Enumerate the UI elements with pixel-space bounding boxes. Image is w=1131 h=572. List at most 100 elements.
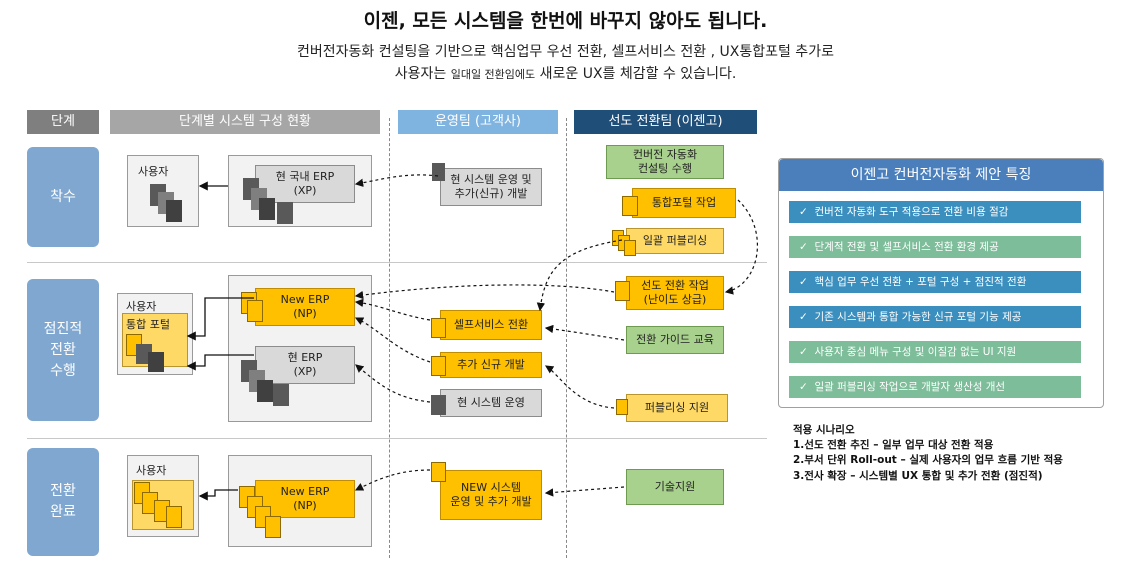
- portal-label: 통합 포털: [126, 318, 170, 331]
- column-separator-1: [389, 118, 390, 558]
- doc-icon: [259, 198, 275, 220]
- header-stage: 단계: [27, 110, 99, 134]
- arrow-tech-to-ops: [544, 486, 625, 497]
- feature-text: 컨버전 자동화 도구 적용으로 전환 비용 절감: [814, 206, 1009, 218]
- doc-icon: [615, 281, 630, 301]
- feature-item: ✓ 단계적 전환 및 셀프서비스 전환 환경 제공: [789, 236, 1081, 258]
- doc-icon: [431, 356, 446, 376]
- check-icon: ✓: [799, 241, 808, 253]
- arrow-publish-to-self: [536, 239, 623, 312]
- arrow-pub-to-dev: [544, 365, 615, 409]
- doc-icon: [257, 380, 273, 402]
- subtitle-part-1: 사용자는: [394, 66, 447, 82]
- ops-current-system-dev: 현 시스템 운영 및 추가(신규) 개발: [440, 168, 542, 206]
- subtitle-part-2: 일대일 전환임에도: [450, 68, 536, 81]
- user-box-3: 사용자: [127, 455, 199, 537]
- self-service-box: 셀프서비스 전환: [440, 310, 542, 340]
- new-dev-box: 추가 신규 개발: [440, 352, 542, 378]
- check-icon: ✓: [799, 311, 808, 323]
- stage-progressive-line2: 전환: [50, 341, 76, 358]
- header-lead: 선도 전환팀 (이젠고): [574, 110, 757, 134]
- arrow-newerp-to-user-3: [198, 489, 238, 501]
- scenario-title: 적용 시나리오: [793, 424, 855, 436]
- arrow-newerp-to-user-2: [186, 297, 254, 341]
- check-icon: ✓: [799, 276, 808, 288]
- features-title: 이젠고 컨버전자동화 제안 특징: [779, 159, 1103, 191]
- feature-text: 사용자 중심 메뉴 구성 및 이질감 없는 UI 지원: [814, 346, 1017, 358]
- scenario-line: 2.부서 단위 Roll-out – 실제 사용자의 업무 흐름 기반 적용: [793, 454, 1063, 467]
- new-erp-np: New ERP (NP): [255, 288, 355, 326]
- consulting-box: 컨버전 자동화 컨설팅 수행: [606, 145, 724, 179]
- doc-icon: [622, 196, 638, 216]
- doc-icon: [431, 318, 446, 338]
- header-ops: 운영팀 (고객사): [398, 110, 558, 134]
- doc-icon: [431, 462, 446, 482]
- scenario-block: 적용 시나리오 1.선도 전환 추진 – 일부 업무 대상 전환 적용 2.부서…: [793, 423, 1123, 484]
- header-system: 단계별 시스템 구성 현황: [110, 110, 380, 134]
- stage-progressive-line3: 수행: [50, 362, 76, 379]
- arrow-lead-to-newerp: [354, 284, 615, 300]
- user-box-1: 사용자: [127, 155, 199, 227]
- doc-icon: [166, 506, 182, 528]
- check-icon: ✓: [799, 206, 808, 218]
- user-label-2: 사용자: [126, 300, 157, 313]
- doc-icon: [616, 399, 628, 415]
- feature-item: ✓ 일괄 퍼블리싱 작업으로 개발자 생산성 개선: [789, 376, 1081, 398]
- arrow-self-to-newerp: [354, 298, 431, 321]
- doc-icon: [166, 200, 182, 222]
- page-title: 이젠, 모든 시스템을 한번에 바꾸지 않아도 됩니다.: [363, 10, 768, 32]
- guide-training-box: 전환 가이드 교육: [626, 326, 724, 354]
- current-erp-xp-2: 현 ERP (XP): [255, 346, 355, 384]
- new-system-ops-box: NEW 시스템 운영 및 추가 개발: [440, 470, 542, 520]
- subtitle-line-1: 컨버전자동화 컨설팅을 기반으로 핵심업무 우선 전환, 셀프서비스 전환 , …: [297, 44, 834, 60]
- subtitle-line-2: 사용자는 일대일 전환임에도 새로운 UX를 체감할 수 있습니다.: [0, 63, 1131, 83]
- user-box-2: 사용자 통합 포털: [117, 293, 193, 375]
- publish-support-box: 퍼블리싱 지원: [626, 394, 728, 422]
- row-separator-1: [27, 262, 767, 263]
- doc-icon: [273, 384, 289, 406]
- stage-progressive-line1: 점진적: [43, 320, 83, 337]
- feature-text: 핵심 업무 우선 전환 + 포털 구성 + 점진적 전환: [814, 276, 1027, 288]
- scenario-line: 3.전사 확장 – 시스템별 UX 통합 및 추가 전환 (점진적): [793, 469, 1043, 482]
- doc-icon: [431, 395, 446, 415]
- stage-complete-line2: 완료: [50, 504, 76, 520]
- row-separator-2: [27, 438, 767, 439]
- check-icon: ✓: [799, 381, 808, 393]
- portal-work-box: 통합포털 작업: [632, 188, 736, 218]
- feature-text: 단계적 전환 및 셀프서비스 전환 환경 제공: [814, 241, 999, 253]
- arrow-dev-to-newerp: [354, 317, 431, 363]
- arrow-ops-to-curerp: [355, 364, 431, 403]
- doc-icon: [247, 300, 263, 322]
- arrow-guide-to-self: [544, 324, 625, 341]
- stage-complete: 전환 완료: [27, 448, 99, 556]
- doc-icon: [277, 202, 293, 224]
- stage-progressive: 점진적 전환 수행: [27, 279, 99, 421]
- bulk-publish-box: 일괄 퍼블리싱: [626, 228, 724, 254]
- stage-complete-line1: 전환: [50, 483, 76, 499]
- user-label-3: 사용자: [136, 464, 167, 477]
- features-list: ✓ 컨버전 자동화 도구 적용으로 전환 비용 절감 ✓ 단계적 전환 및 셀프…: [789, 201, 1081, 398]
- scenario-line: 1.선도 전환 추진 – 일부 업무 대상 전환 적용: [793, 439, 994, 452]
- current-erp-xp: 현 국내 ERP (XP): [255, 165, 355, 203]
- column-separator-2: [566, 118, 567, 558]
- tech-support-box: 기술지원: [626, 469, 724, 505]
- feature-item: ✓ 사용자 중심 메뉴 구성 및 이질감 없는 UI 지원: [789, 341, 1081, 363]
- doc-icon: [265, 516, 281, 538]
- arrow-portal-to-lead: [724, 199, 759, 295]
- feature-text: 일괄 퍼블리싱 작업으로 개발자 생산성 개선: [814, 381, 1006, 393]
- doc-icon: [148, 352, 164, 372]
- lead-conversion-box: 선도 전환 작업 (난이도 상급): [626, 276, 724, 310]
- doc-icon: [432, 163, 445, 181]
- arrow-ops-to-newerp-3: [354, 469, 431, 491]
- feature-text: 기존 시스템과 통합 가능한 신규 포털 기능 제공: [814, 311, 1022, 323]
- feature-item: ✓ 핵심 업무 우선 전환 + 포털 구성 + 점진적 전환: [789, 271, 1081, 293]
- arrow-curerp-to-user-2: [186, 354, 254, 371]
- arrow-ops-to-erp-1: [354, 174, 439, 187]
- features-panel: 이젠고 컨버전자동화 제안 특징 ✓ 컨버전 자동화 도구 적용으로 전환 비용…: [778, 158, 1104, 408]
- doc-icon: [624, 240, 636, 256]
- erp-box-2: New ERP (NP) 현 ERP (XP): [228, 275, 372, 422]
- user-label-1: 사용자: [138, 165, 169, 178]
- current-ops-box: 현 시스템 운영: [440, 389, 542, 417]
- feature-item: ✓ 컨버전 자동화 도구 적용으로 전환 비용 절감: [789, 201, 1081, 223]
